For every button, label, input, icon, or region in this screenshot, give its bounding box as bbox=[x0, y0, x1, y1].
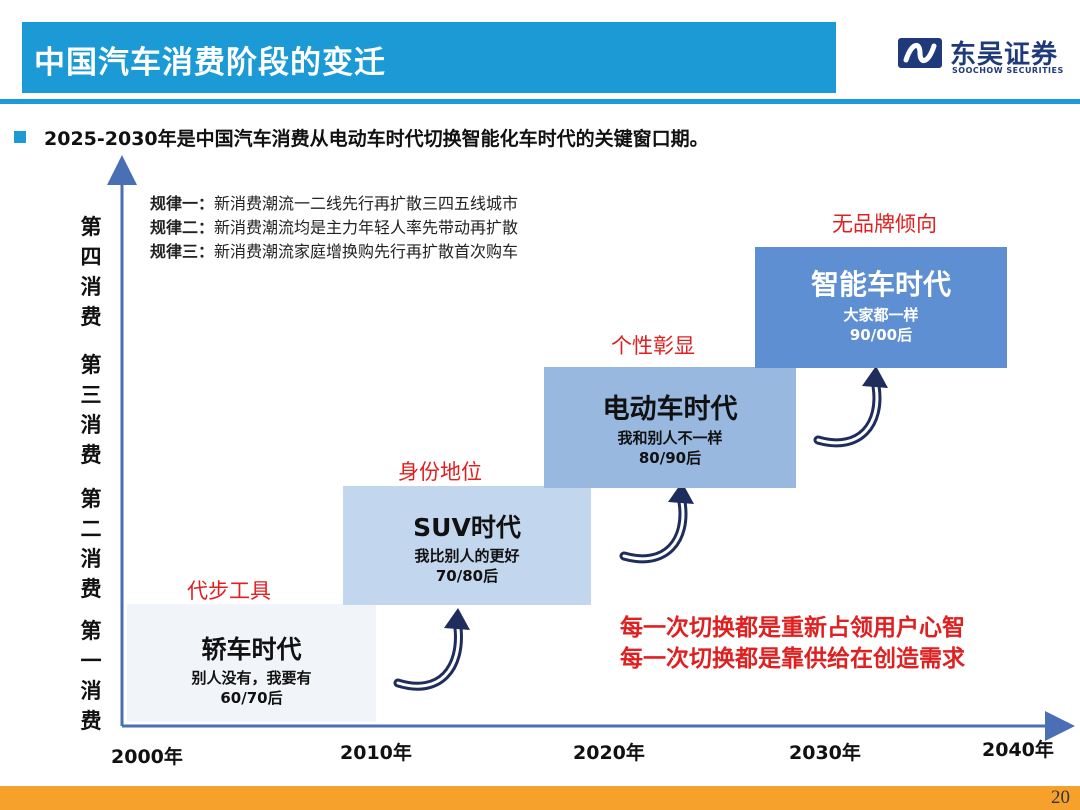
page-number: 20 bbox=[1051, 787, 1070, 808]
headline: 2025-2030年是中国汽车消费从电动车时代切换智能化车时代的关键窗口期。 bbox=[44, 128, 709, 150]
stage-box-ev: 电动车时代 我和别人不一样 80/90后 bbox=[544, 367, 796, 488]
stage-theme-label: 身份地位 bbox=[398, 460, 482, 484]
title-bar bbox=[22, 22, 836, 93]
y-label-second: 第二消费 bbox=[80, 487, 102, 601]
stage-desc: 我和别人不一样 bbox=[617, 429, 723, 447]
x-label: 2030年 bbox=[789, 742, 861, 764]
stage-theme-label: 代步工具 bbox=[187, 579, 271, 603]
soochow-logo-icon bbox=[898, 38, 942, 68]
stage-desc: 我比别人的更好 bbox=[414, 547, 520, 565]
rules-list: 规律一：新消费潮流一二线先行再扩散三四五线城市 规律二：新消费潮流均是主力年轻人… bbox=[150, 192, 518, 264]
stage-generation: 90/00后 bbox=[849, 326, 913, 344]
bullet-square-icon bbox=[14, 131, 26, 143]
page-title: 中国汽车消费阶段的变迁 bbox=[34, 45, 386, 81]
stage-generation: 70/80后 bbox=[435, 567, 499, 585]
y-label-first: 第一消费 bbox=[80, 619, 102, 733]
transition-arrow-2-icon bbox=[619, 482, 694, 564]
stage-era: 电动车时代 bbox=[602, 394, 738, 425]
y-label-third: 第三消费 bbox=[80, 353, 102, 467]
stage-desc: 别人没有，我要有 bbox=[191, 669, 312, 687]
slogan-line: 每一次切换都是靠供给在创造需求 bbox=[620, 646, 965, 672]
stage-generation: 80/90后 bbox=[638, 449, 702, 467]
rule-item: 规律二：新消费潮流均是主力年轻人率先带动再扩散 bbox=[150, 218, 519, 237]
logo-english-text: SOOCHOW SECURITIES bbox=[952, 66, 1064, 75]
stage-desc: 大家都一样 bbox=[843, 306, 919, 324]
stage-theme-label: 无品牌倾向 bbox=[832, 212, 937, 236]
stage-era: SUV时代 bbox=[413, 513, 521, 542]
stage-theme-label: 个性彰显 bbox=[611, 334, 695, 358]
slogan-line: 每一次切换都是重新占领用户心智 bbox=[620, 615, 965, 641]
stage-era: 智能车时代 bbox=[810, 268, 951, 301]
slogan-block: 每一次切换都是重新占领用户心智 每一次切换都是靠供给在创造需求 bbox=[620, 613, 965, 675]
rule-item: 规律一：新消费潮流一二线先行再扩散三四五线城市 bbox=[150, 194, 519, 213]
transition-arrow-3-icon bbox=[813, 366, 888, 448]
stage-generation: 60/70后 bbox=[220, 689, 283, 707]
stage-box-suv: SUV时代 我比别人的更好 70/80后 bbox=[343, 486, 591, 605]
stage-era: 轿车时代 bbox=[201, 635, 302, 664]
rule-item: 规律三：新消费潮流家庭增换购先行再扩散首次购车 bbox=[150, 242, 519, 261]
footer-bar bbox=[0, 786, 1080, 810]
transition-arrow-1-icon bbox=[393, 608, 470, 691]
x-label: 2010年 bbox=[340, 742, 412, 764]
header-divider bbox=[0, 99, 1080, 104]
stage-box-smart: 智能车时代 大家都一样 90/00后 bbox=[755, 247, 1007, 368]
x-label: 2000年 bbox=[111, 746, 183, 768]
stage-box-sedan: 轿车时代 别人没有，我要有 60/70后 bbox=[127, 604, 376, 722]
company-logo: 东吴证券 SOOCHOW SECURITIES bbox=[898, 34, 1068, 78]
x-label: 2040年 bbox=[982, 739, 1054, 761]
x-label: 2020年 bbox=[573, 742, 645, 764]
logo-chinese-text: 东吴证券 bbox=[950, 40, 1059, 70]
y-label-fourth: 第四消费 bbox=[80, 215, 102, 329]
